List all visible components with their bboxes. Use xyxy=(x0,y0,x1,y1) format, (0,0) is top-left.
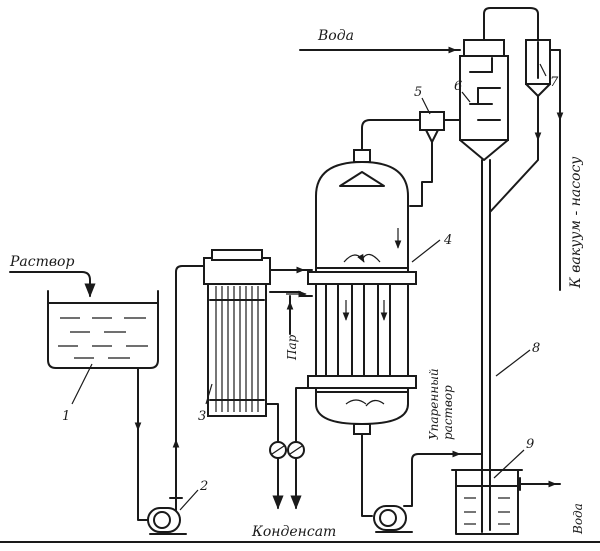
number-3: 3 xyxy=(198,409,206,424)
barometric-well-9 xyxy=(451,469,523,535)
trap-7 xyxy=(525,39,551,97)
gas-outlet-pipe xyxy=(483,7,539,41)
vacuum-line xyxy=(549,49,561,291)
number-5: 5 xyxy=(414,85,422,100)
label-concentrated-1: Упаренный xyxy=(427,368,441,440)
label-vacuum-pump: К вакуум - насосу xyxy=(568,156,584,289)
number-1: 1 xyxy=(62,409,70,424)
tank-outlet-pipe xyxy=(137,367,151,521)
condensate-line-3 xyxy=(265,403,279,443)
label-condensate: Конденсат xyxy=(251,524,336,540)
number-7: 7 xyxy=(550,75,559,90)
feed-inlet-line xyxy=(9,271,96,298)
separator-5 xyxy=(419,111,445,147)
barometric-condenser-6 xyxy=(459,39,509,161)
number-4: 4 xyxy=(443,233,452,248)
steam-traps xyxy=(269,441,305,459)
condensate-line-4 xyxy=(295,387,313,443)
label-water-top: Вода xyxy=(317,28,354,44)
label-steam: Пар xyxy=(285,334,299,361)
pump-2 xyxy=(147,497,187,535)
label-solution: Раствор xyxy=(9,254,74,270)
label-concentrated-2: раствор xyxy=(441,385,455,440)
preheater-3 xyxy=(203,249,271,417)
separator-return-pipe xyxy=(409,145,433,207)
pump-concentrate xyxy=(373,505,413,533)
pump2-discharge-pipe xyxy=(175,265,205,499)
number-8: 8 xyxy=(532,341,540,356)
label-water-bottom: Вода xyxy=(571,503,585,535)
feed-tank-1 xyxy=(47,290,159,369)
number-6: 6 xyxy=(454,79,462,94)
evaporator-4 xyxy=(307,149,417,435)
feed-tank-liquid xyxy=(51,304,155,366)
number-9: 9 xyxy=(526,437,534,452)
concentrate-discharge-pipe xyxy=(403,453,483,507)
vapour-pipe xyxy=(361,119,421,151)
evaporator-bottom-pipe xyxy=(361,433,373,517)
number-2: 2 xyxy=(199,479,208,494)
